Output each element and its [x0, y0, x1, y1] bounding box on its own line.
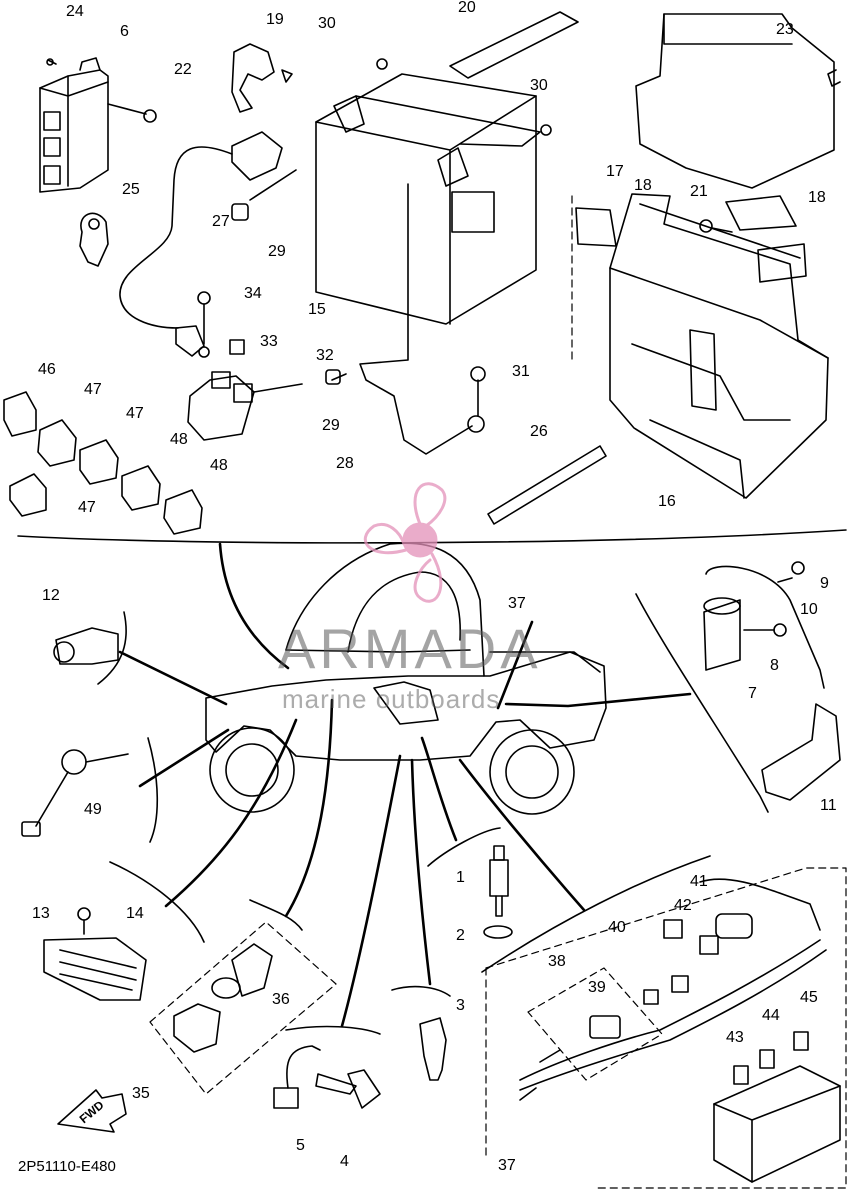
callout-15: 15 — [308, 301, 326, 318]
callout-25: 25 — [122, 181, 140, 198]
fuse-33-icon — [229, 339, 245, 355]
fuse-48b-icon — [163, 489, 203, 535]
callout-32: 32 — [316, 347, 334, 364]
fwd-arrow-icon — [57, 1089, 127, 1133]
callout-47c: 47 — [78, 499, 96, 516]
callout-38: 38 — [548, 953, 566, 970]
callout-47a: 47 — [84, 381, 102, 398]
bolt-34-icon — [197, 291, 211, 358]
negative-cable-28-icon — [325, 183, 485, 455]
callout-22: 22 — [174, 61, 192, 78]
callout-31: 31 — [512, 363, 530, 380]
watermark-propeller-icon — [363, 482, 447, 603]
starter-relay-32-icon — [187, 371, 303, 441]
callout-23: 23 — [776, 21, 794, 38]
callout-9: 9 — [820, 575, 829, 592]
callout-49: 49 — [84, 801, 102, 818]
bolt-31-icon — [470, 366, 486, 417]
callout-12: 12 — [42, 587, 60, 604]
bolt-21-icon — [699, 219, 733, 233]
callout-46: 46 — [38, 361, 56, 378]
callout-24: 24 — [66, 3, 84, 20]
callout-20: 20 — [458, 0, 476, 16]
switch-35-36-icon — [173, 943, 273, 1053]
callout-19: 19 — [266, 11, 284, 28]
callout-48a: 48 — [170, 431, 188, 448]
pad-18-icon — [575, 195, 807, 283]
sensor-3-icon — [419, 1017, 447, 1081]
dashed-group-frames — [149, 195, 847, 1189]
callout-30b: 30 — [530, 77, 548, 94]
callout-28: 28 — [336, 455, 354, 472]
leader-lines — [118, 542, 692, 1028]
callout-11: 11 — [820, 797, 837, 814]
bolt-29a-icon — [231, 169, 297, 221]
fuse-48-icon — [121, 465, 161, 511]
sensor-12-icon — [53, 627, 119, 665]
callout-21: 21 — [690, 183, 708, 200]
callout-48b: 48 — [210, 457, 228, 474]
callout-13: 13 — [32, 905, 50, 922]
clip-25-icon — [79, 212, 109, 267]
callout-5: 5 — [296, 1137, 305, 1154]
callout-1: 1 — [456, 869, 465, 886]
callout-3: 3 — [456, 997, 465, 1014]
part-code: 2P51110-E480 — [18, 1158, 116, 1175]
clip-19-icon — [231, 43, 293, 113]
callout-42: 42 — [674, 897, 692, 914]
spark-plug-1-icon — [483, 845, 513, 939]
fuse-46-icon — [3, 391, 37, 437]
battery-box-16-icon — [609, 193, 829, 499]
harness-37-icon — [519, 878, 841, 1183]
callout-16: 16 — [658, 493, 676, 510]
battery-cover-17-icon — [635, 13, 841, 189]
callout-6: 6 — [120, 23, 129, 40]
battery-icon — [315, 58, 552, 325]
bolt-22-icon — [107, 103, 157, 123]
callout-4: 4 — [340, 1153, 349, 1170]
ground-wire-27-icon — [119, 131, 283, 357]
callout-30a: 30 — [318, 15, 336, 32]
callout-29a: 29 — [268, 243, 286, 260]
callout-47b: 47 — [126, 405, 144, 422]
battery-band-20-icon — [449, 11, 579, 79]
callout-27: 27 — [212, 213, 230, 230]
fuse-47c-icon — [9, 473, 47, 517]
callout-44: 44 — [762, 1007, 780, 1024]
callout-35: 35 — [132, 1085, 150, 1102]
callout-39: 39 — [588, 979, 606, 996]
callout-43: 43 — [726, 1029, 744, 1046]
cable-tie-26-icon — [487, 445, 607, 525]
callout-18a: 18 — [634, 177, 652, 194]
callout-14: 14 — [126, 905, 144, 922]
regulator-13-icon — [43, 907, 147, 1001]
callout-36: 36 — [272, 991, 290, 1008]
fuse-47b-icon — [79, 439, 119, 485]
callout-37b: 37 — [498, 1157, 516, 1174]
callout-8: 8 — [770, 657, 779, 674]
callout-2: 2 — [456, 927, 465, 944]
callout-7: 7 — [748, 685, 757, 702]
ignition-coil-7-icon — [703, 561, 825, 689]
sensor-5-4-icon — [273, 1045, 381, 1109]
callout-10: 10 — [800, 601, 818, 618]
callout-29b: 29 — [322, 417, 340, 434]
plug-cap-11-icon — [761, 703, 841, 801]
callout-37a: 37 — [508, 595, 526, 612]
callout-41: 41 — [690, 873, 708, 890]
callout-45: 45 — [800, 989, 818, 1006]
fuse-47-icon — [37, 419, 77, 467]
ecu-unit-icon — [39, 57, 109, 193]
callout-26: 26 — [530, 423, 548, 440]
callout-33: 33 — [260, 333, 278, 350]
sensor-49-icon — [21, 749, 129, 837]
watermark-subtitle: marine outboards — [282, 684, 501, 714]
leader-brackets — [97, 593, 769, 1035]
callout-34: 34 — [244, 285, 262, 302]
callout-17: 17 — [606, 163, 624, 180]
watermark-brand: ARMADA — [278, 617, 542, 680]
callout-18b: 18 — [808, 189, 826, 206]
callout-40: 40 — [608, 919, 626, 936]
